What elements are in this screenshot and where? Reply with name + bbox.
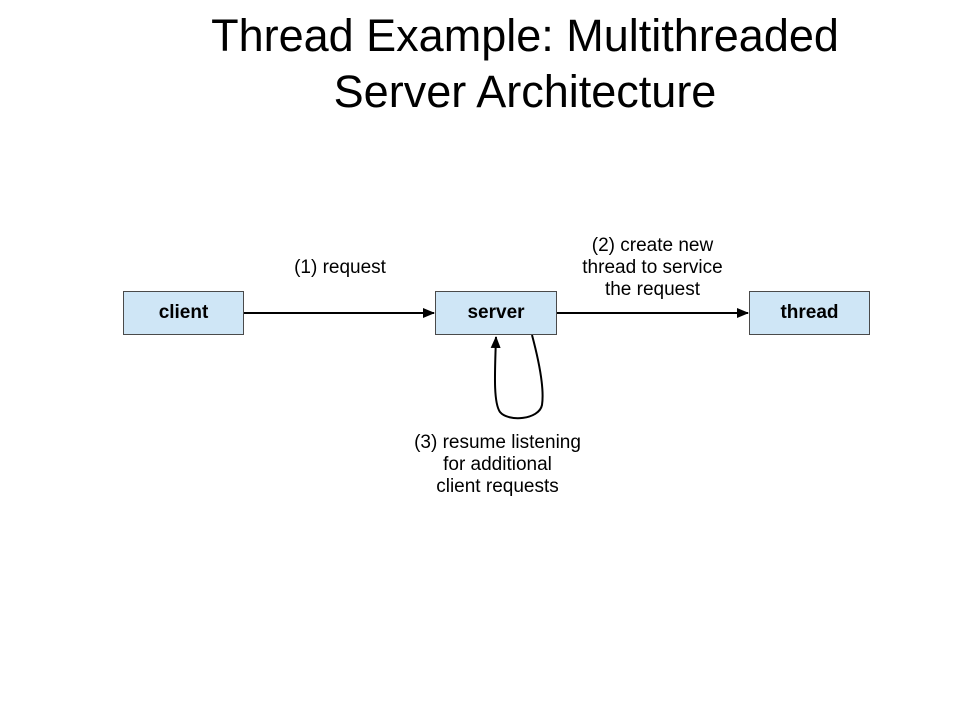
slide-title-line-1: Thread Example: Multithreaded xyxy=(211,10,839,61)
create-thread-label-line-3: the request xyxy=(604,279,701,300)
thread-node-label: thread xyxy=(780,302,839,323)
resume-listening-label: (3) resume listening for additional clie… xyxy=(385,432,610,498)
create-thread-label: (2) create new thread to service the req… xyxy=(560,235,745,301)
resume-listening-label-line-3: client requests xyxy=(436,476,559,497)
create-thread-label-line-1: (2) create new xyxy=(591,235,714,256)
thread-node: thread xyxy=(749,291,870,335)
arrow-server-loop xyxy=(490,334,544,420)
client-node: client xyxy=(123,291,244,335)
server-node: server xyxy=(435,291,557,335)
create-thread-label-line-2: thread to service xyxy=(582,257,723,278)
client-node-label: client xyxy=(158,302,209,323)
resume-listening-label-line-2: for additional xyxy=(443,454,552,475)
slide-title-line-2: Server Architecture xyxy=(333,66,717,117)
request-label: (1) request xyxy=(270,257,410,279)
request-label-line-1: (1) request xyxy=(294,257,386,278)
resume-listening-label-line-1: (3) resume listening xyxy=(414,432,581,453)
slide-title: Thread Example: Multithreaded Server Arc… xyxy=(60,8,960,120)
server-node-label: server xyxy=(467,302,525,323)
